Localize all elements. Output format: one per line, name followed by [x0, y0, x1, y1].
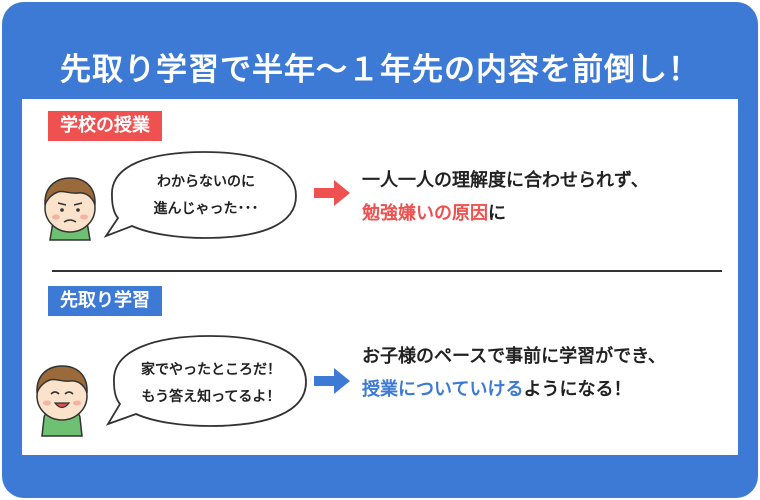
message-line: 勉強嫌いの原因に — [362, 197, 649, 230]
message-tail: ようになる！ — [523, 379, 632, 400]
message-tail: に — [488, 203, 506, 224]
section-divider — [52, 270, 722, 272]
message-line: 授業についていけるようになる！ — [362, 373, 666, 406]
bubble-line: 家でやったところだ！ — [141, 362, 281, 378]
bubble-text-2: 家でやったところだ！ もう答え知ってるよ！ — [126, 357, 296, 411]
bubble-line: わからないのに — [157, 174, 255, 190]
message-school: 一人一人の理解度に合わせられず、 勉強嫌いの原因に — [362, 164, 649, 230]
message-line: お子様のペースで事前に学習ができ、 — [362, 346, 666, 367]
page-title: 先取り学習で半年〜１年先の内容を前倒し！ — [60, 52, 700, 88]
speech-bubble-1 — [103, 151, 297, 239]
bubble-line: もう答え知ってるよ！ — [141, 389, 281, 405]
message-advance: お子様のペースで事前に学習ができ、 授業についていけるようになる！ — [362, 340, 666, 406]
section-label-school: 学校の授業 — [48, 111, 162, 141]
arrow-right-red-icon — [314, 180, 350, 206]
speech-bubble-2 — [105, 335, 307, 427]
message-line: 一人一人の理解度に合わせられず、 — [362, 170, 649, 191]
boy-sad-icon — [44, 177, 96, 241]
message-highlight-blue: 授業についていける — [362, 379, 524, 400]
message-highlight-red: 勉強嫌いの原因 — [362, 203, 488, 224]
bubble-text-1: わからないのに 進んじゃった･･･ — [126, 169, 286, 223]
bubble-line: 進んじゃった･･･ — [153, 201, 259, 217]
boy-happy-icon — [36, 365, 88, 437]
arrow-right-blue-icon — [314, 368, 350, 394]
section-label-advance: 先取り学習 — [48, 286, 162, 316]
